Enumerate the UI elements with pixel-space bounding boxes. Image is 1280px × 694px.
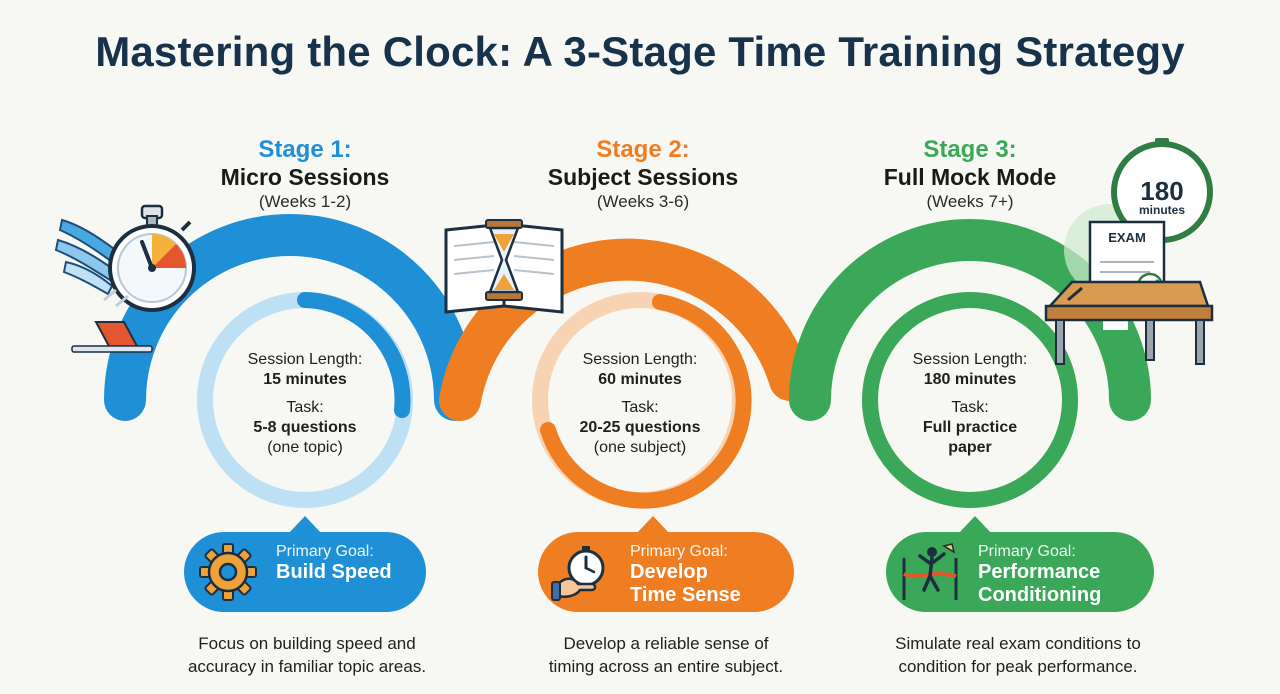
clock-unit: minutes: [1139, 203, 1185, 217]
stage-2-desc-line1: Develop a reliable sense of: [563, 634, 769, 653]
stage-1-ring-progress: [297, 292, 411, 418]
stage-3-task-line1: Full practice: [922, 419, 1018, 436]
exam-label: EXAM: [1108, 230, 1146, 245]
stage-1-task-label: Task:: [286, 399, 324, 416]
stage-1-session-label: Session Length:: [247, 351, 363, 368]
stage-3-header: Stage 3: Full Mock Mode (Weeks 7+): [820, 136, 1120, 214]
stage-2-session-label: Session Length:: [582, 351, 698, 368]
stage-2-description: Develop a reliable sense of timing acros…: [506, 632, 826, 678]
stage-3-task-line2: paper: [948, 439, 992, 456]
stage-2-name: Subject Sessions: [547, 164, 739, 190]
stage-2-task-label: Task:: [621, 399, 659, 416]
stage-3-desc-line2: condition for peak performance.: [898, 657, 1138, 676]
stage-1-desc-line2: accuracy in familiar topic areas.: [187, 657, 427, 676]
stage-3-ring-content: Session Length: 180 minutes Task: Full p…: [880, 350, 1060, 458]
stage-2-weeks: (Weeks 3-6): [596, 192, 690, 211]
stage-2-task-line2: (one subject): [593, 439, 687, 456]
finish-line-runner-icon: [902, 543, 958, 600]
stage-1-session-value: 15 minutes: [263, 371, 347, 388]
stage-2-goal-line1: Develop: [630, 561, 708, 583]
stage-3-goal-line1: Performance: [978, 561, 1101, 583]
hand-stopwatch-icon: [551, 546, 605, 601]
stage-3-session-label: Session Length:: [912, 351, 1028, 368]
stage-3-session-value: 180 minutes: [923, 371, 1017, 388]
stage-1-number: Stage 1:: [258, 136, 352, 163]
stage-1-ring-content: Session Length: 15 minutes Task: 5-8 que…: [215, 350, 395, 458]
stage-2-number: Stage 2:: [596, 136, 690, 163]
book-hourglass-icon: [444, 219, 564, 314]
stage-3-desc-line1: Simulate real exam conditions to: [895, 634, 1141, 653]
stage-2-goal-line2: Time Sense: [630, 584, 741, 606]
stage-2-pointer: [636, 516, 670, 534]
stage-2-task-line1: 20-25 questions: [579, 419, 701, 436]
stage-1-goal-pill: Primary Goal: Build Speed: [184, 532, 426, 612]
stage-2-ring-progress: [540, 294, 752, 509]
stage-2-goal-label: Primary Goal:: [630, 543, 728, 560]
stage-1-goal-value: Build Speed: [276, 561, 392, 583]
stage-3-ring-full: [862, 292, 1078, 508]
exam-desk-clock-icon: 180 minutes EXAM: [1044, 138, 1214, 365]
stage-2-ring-content: Session Length: 60 minutes Task: 20-25 q…: [550, 350, 730, 458]
stage-1-task-line2: (one topic): [267, 439, 343, 456]
stage-1-pointer: [288, 516, 322, 534]
gear-icon: [199, 543, 257, 601]
stage-1-header: Stage 1: Micro Sessions (Weeks 1-2): [155, 136, 455, 214]
stage-1-desc-line1: Focus on building speed and: [198, 634, 416, 653]
stage-3-pointer: [958, 516, 992, 534]
stage-3-goal-pill: Primary Goal: Performance Conditioning: [886, 532, 1154, 612]
stage-1-weeks: (Weeks 1-2): [258, 192, 352, 211]
stage-3-description: Simulate real exam conditions to conditi…: [858, 632, 1178, 678]
stage-3-number: Stage 3:: [923, 136, 1017, 163]
stage-1-goal-label: Primary Goal:: [276, 543, 374, 560]
winged-stopwatch-icon: [54, 204, 196, 353]
stage-3-goal-line2: Conditioning: [978, 584, 1102, 606]
stage-1-task-line1: 5-8 questions: [253, 419, 357, 436]
stage-3-task-label: Task:: [951, 399, 989, 416]
stage-2-desc-line2: timing across an entire subject.: [548, 657, 784, 676]
stage-2-goal-pill: Primary Goal: Develop Time Sense: [538, 532, 794, 612]
stage-3-weeks: (Weeks 7+): [926, 192, 1014, 211]
stage-2-arc: [439, 238, 811, 421]
clock-number: 180: [1140, 176, 1183, 206]
stage-3-name: Full Mock Mode: [883, 164, 1057, 190]
page-title: Mastering the Clock: A 3-Stage Time Trai…: [95, 28, 1185, 75]
stage-3-goal-label: Primary Goal:: [978, 543, 1076, 560]
stage-1-description: Focus on building speed and accuracy in …: [147, 632, 467, 678]
stage-2-header: Stage 2: Subject Sessions (Weeks 3-6): [493, 136, 793, 214]
stage-1-name: Micro Sessions: [220, 164, 390, 190]
stage-1-arc: [104, 214, 476, 421]
stage-2-session-value: 60 minutes: [598, 371, 682, 388]
